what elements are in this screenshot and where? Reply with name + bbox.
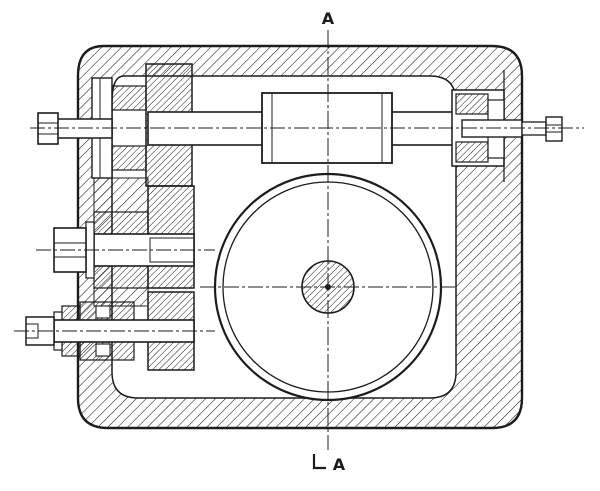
- lower-shaft-assembly: [14, 291, 215, 371]
- section-label-top: A: [322, 9, 335, 28]
- upper-shaft-assembly: [30, 63, 584, 187]
- lower-bearing-roller-top: [95, 305, 111, 319]
- upper-right-hex-nut: [545, 116, 563, 142]
- upper-right-bearing-top: [455, 93, 489, 115]
- upper-left-bearing-top: [111, 85, 147, 111]
- section-label-bottom: A: [333, 455, 346, 474]
- section-arrow-mark: [312, 454, 326, 470]
- web-upper: [93, 177, 149, 213]
- large-gear-wheel: [200, 172, 458, 402]
- middle-shaft-assembly: [36, 185, 215, 289]
- lower-bearing-roller-bottom: [95, 343, 111, 357]
- upper-right-bearing-bottom: [455, 141, 489, 163]
- upper-left-bearing-bottom: [111, 145, 147, 171]
- section-line-group: A A: [312, 9, 346, 474]
